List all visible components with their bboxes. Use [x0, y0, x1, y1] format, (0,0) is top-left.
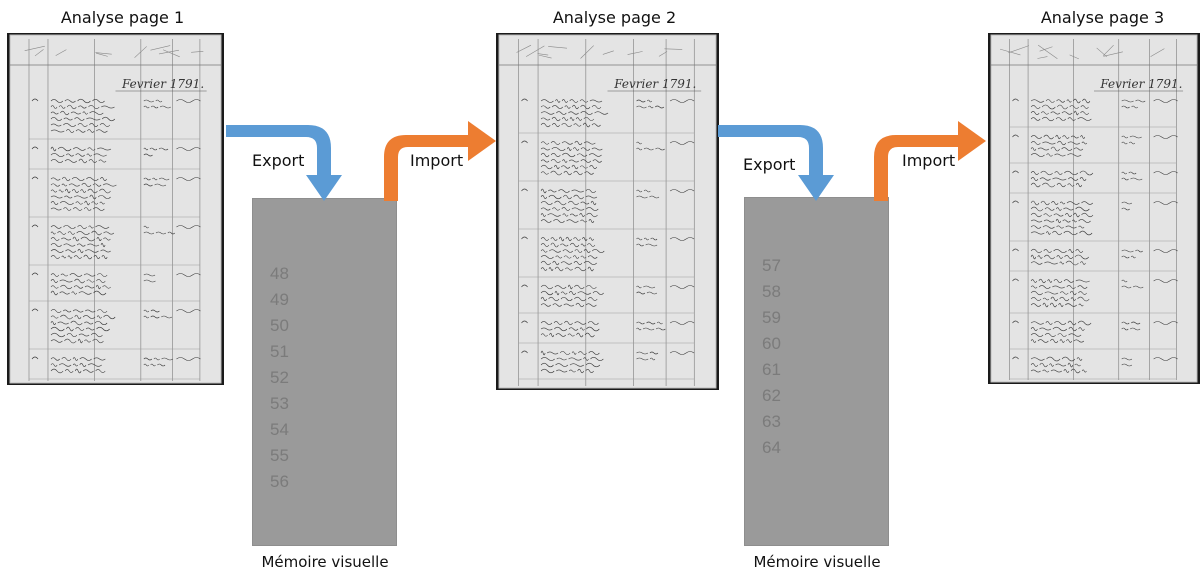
page-3-title: Analyse page 3	[1040, 8, 1165, 27]
scan-svg: Fevrier 1791.	[498, 34, 717, 389]
scan-svg: Fevrier 1791.	[9, 34, 222, 384]
memory-number: 58	[762, 282, 781, 301]
memory-number: 64	[762, 438, 781, 457]
page-1-title: Analyse page 1	[60, 8, 185, 27]
memory-number: 60	[762, 334, 781, 353]
svg-text:Fevrier 1791.: Fevrier 1791.	[613, 77, 696, 91]
memory-number: 53	[270, 394, 289, 413]
export-arrow-2	[718, 125, 834, 201]
memory-2-label: Mémoire visuelle	[753, 553, 881, 571]
import-arrow-1	[384, 121, 496, 201]
memory-number: 56	[270, 472, 289, 491]
svg-text:Fevrier 1791.: Fevrier 1791.	[121, 77, 204, 91]
memory-1-label: Mémoire visuelle	[261, 553, 389, 571]
visual-memory-box-1: 48 49 50 51 52 53 54 55 56	[252, 198, 397, 546]
memory-number: 63	[762, 412, 781, 431]
register-page-2-image: Fevrier 1791.	[496, 33, 719, 390]
memory-number: 54	[270, 420, 289, 439]
memory-number: 62	[762, 386, 781, 405]
memory-number: 49	[270, 290, 289, 309]
scan-svg: Fevrier 1791.	[990, 34, 1198, 383]
memory-number: 55	[270, 446, 289, 465]
memory-number: 61	[762, 360, 781, 379]
register-page-3-image: Fevrier 1791.	[988, 33, 1200, 384]
export-arrow-1	[226, 125, 342, 201]
svg-text:Fevrier 1791.: Fevrier 1791.	[1099, 77, 1182, 91]
memory-number: 59	[762, 308, 781, 327]
import-arrow-2	[874, 121, 986, 201]
page-2-title: Analyse page 2	[552, 8, 677, 27]
export-label-1: Export	[252, 151, 305, 170]
memory-1-number-list: 48 49 50 51 52 53 54 55 56	[270, 261, 289, 495]
memory-number: 50	[270, 316, 289, 335]
export-label-2: Export	[743, 155, 796, 174]
memory-number: 51	[270, 342, 289, 361]
memory-number: 57	[762, 256, 781, 275]
memory-2-number-list: 57 58 59 60 61 62 63 64	[762, 253, 781, 461]
register-page-1-image: Fevrier 1791.	[7, 33, 224, 385]
import-label-2: Import	[902, 151, 956, 170]
visual-memory-box-2: 57 58 59 60 61 62 63 64	[744, 197, 889, 546]
import-label-1: Import	[410, 151, 464, 170]
memory-number: 52	[270, 368, 289, 387]
memory-number: 48	[270, 264, 289, 283]
